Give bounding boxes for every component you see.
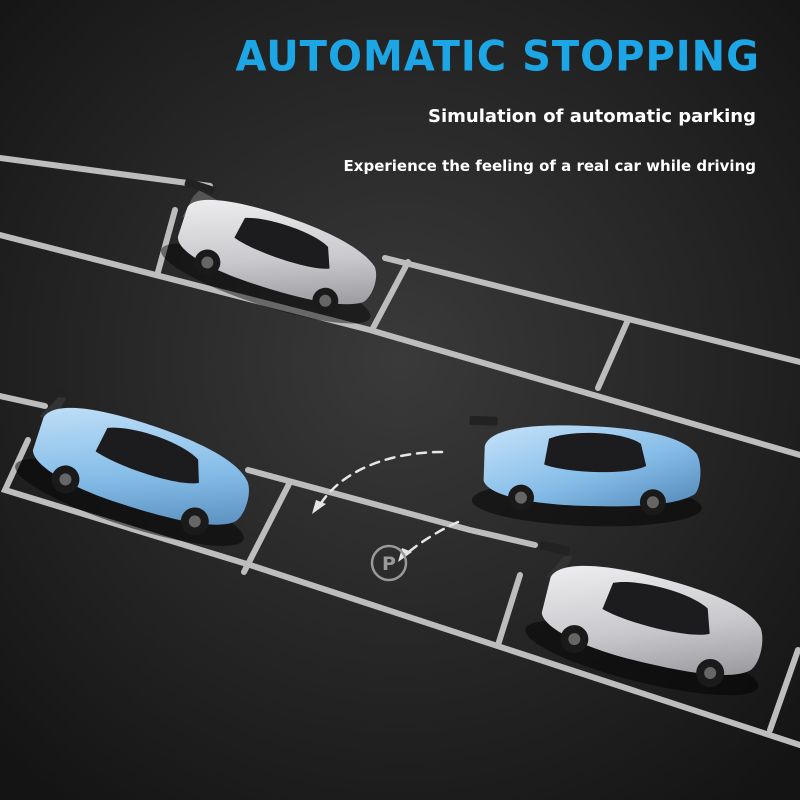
tagline: Experience the feeling of a real car whi… (343, 157, 756, 175)
silver-car-bottom (525, 540, 763, 696)
parking-p-icon: P (370, 544, 408, 582)
silver-car-top (160, 178, 377, 324)
svg-text:P: P (382, 553, 396, 575)
subtitle: Simulation of automatic parking (428, 106, 756, 127)
blue-car-left (15, 379, 249, 546)
headline: AUTOMATIC STOPPING (235, 32, 760, 82)
blue-car-right (469, 415, 702, 527)
arrow-head-left (312, 500, 326, 514)
